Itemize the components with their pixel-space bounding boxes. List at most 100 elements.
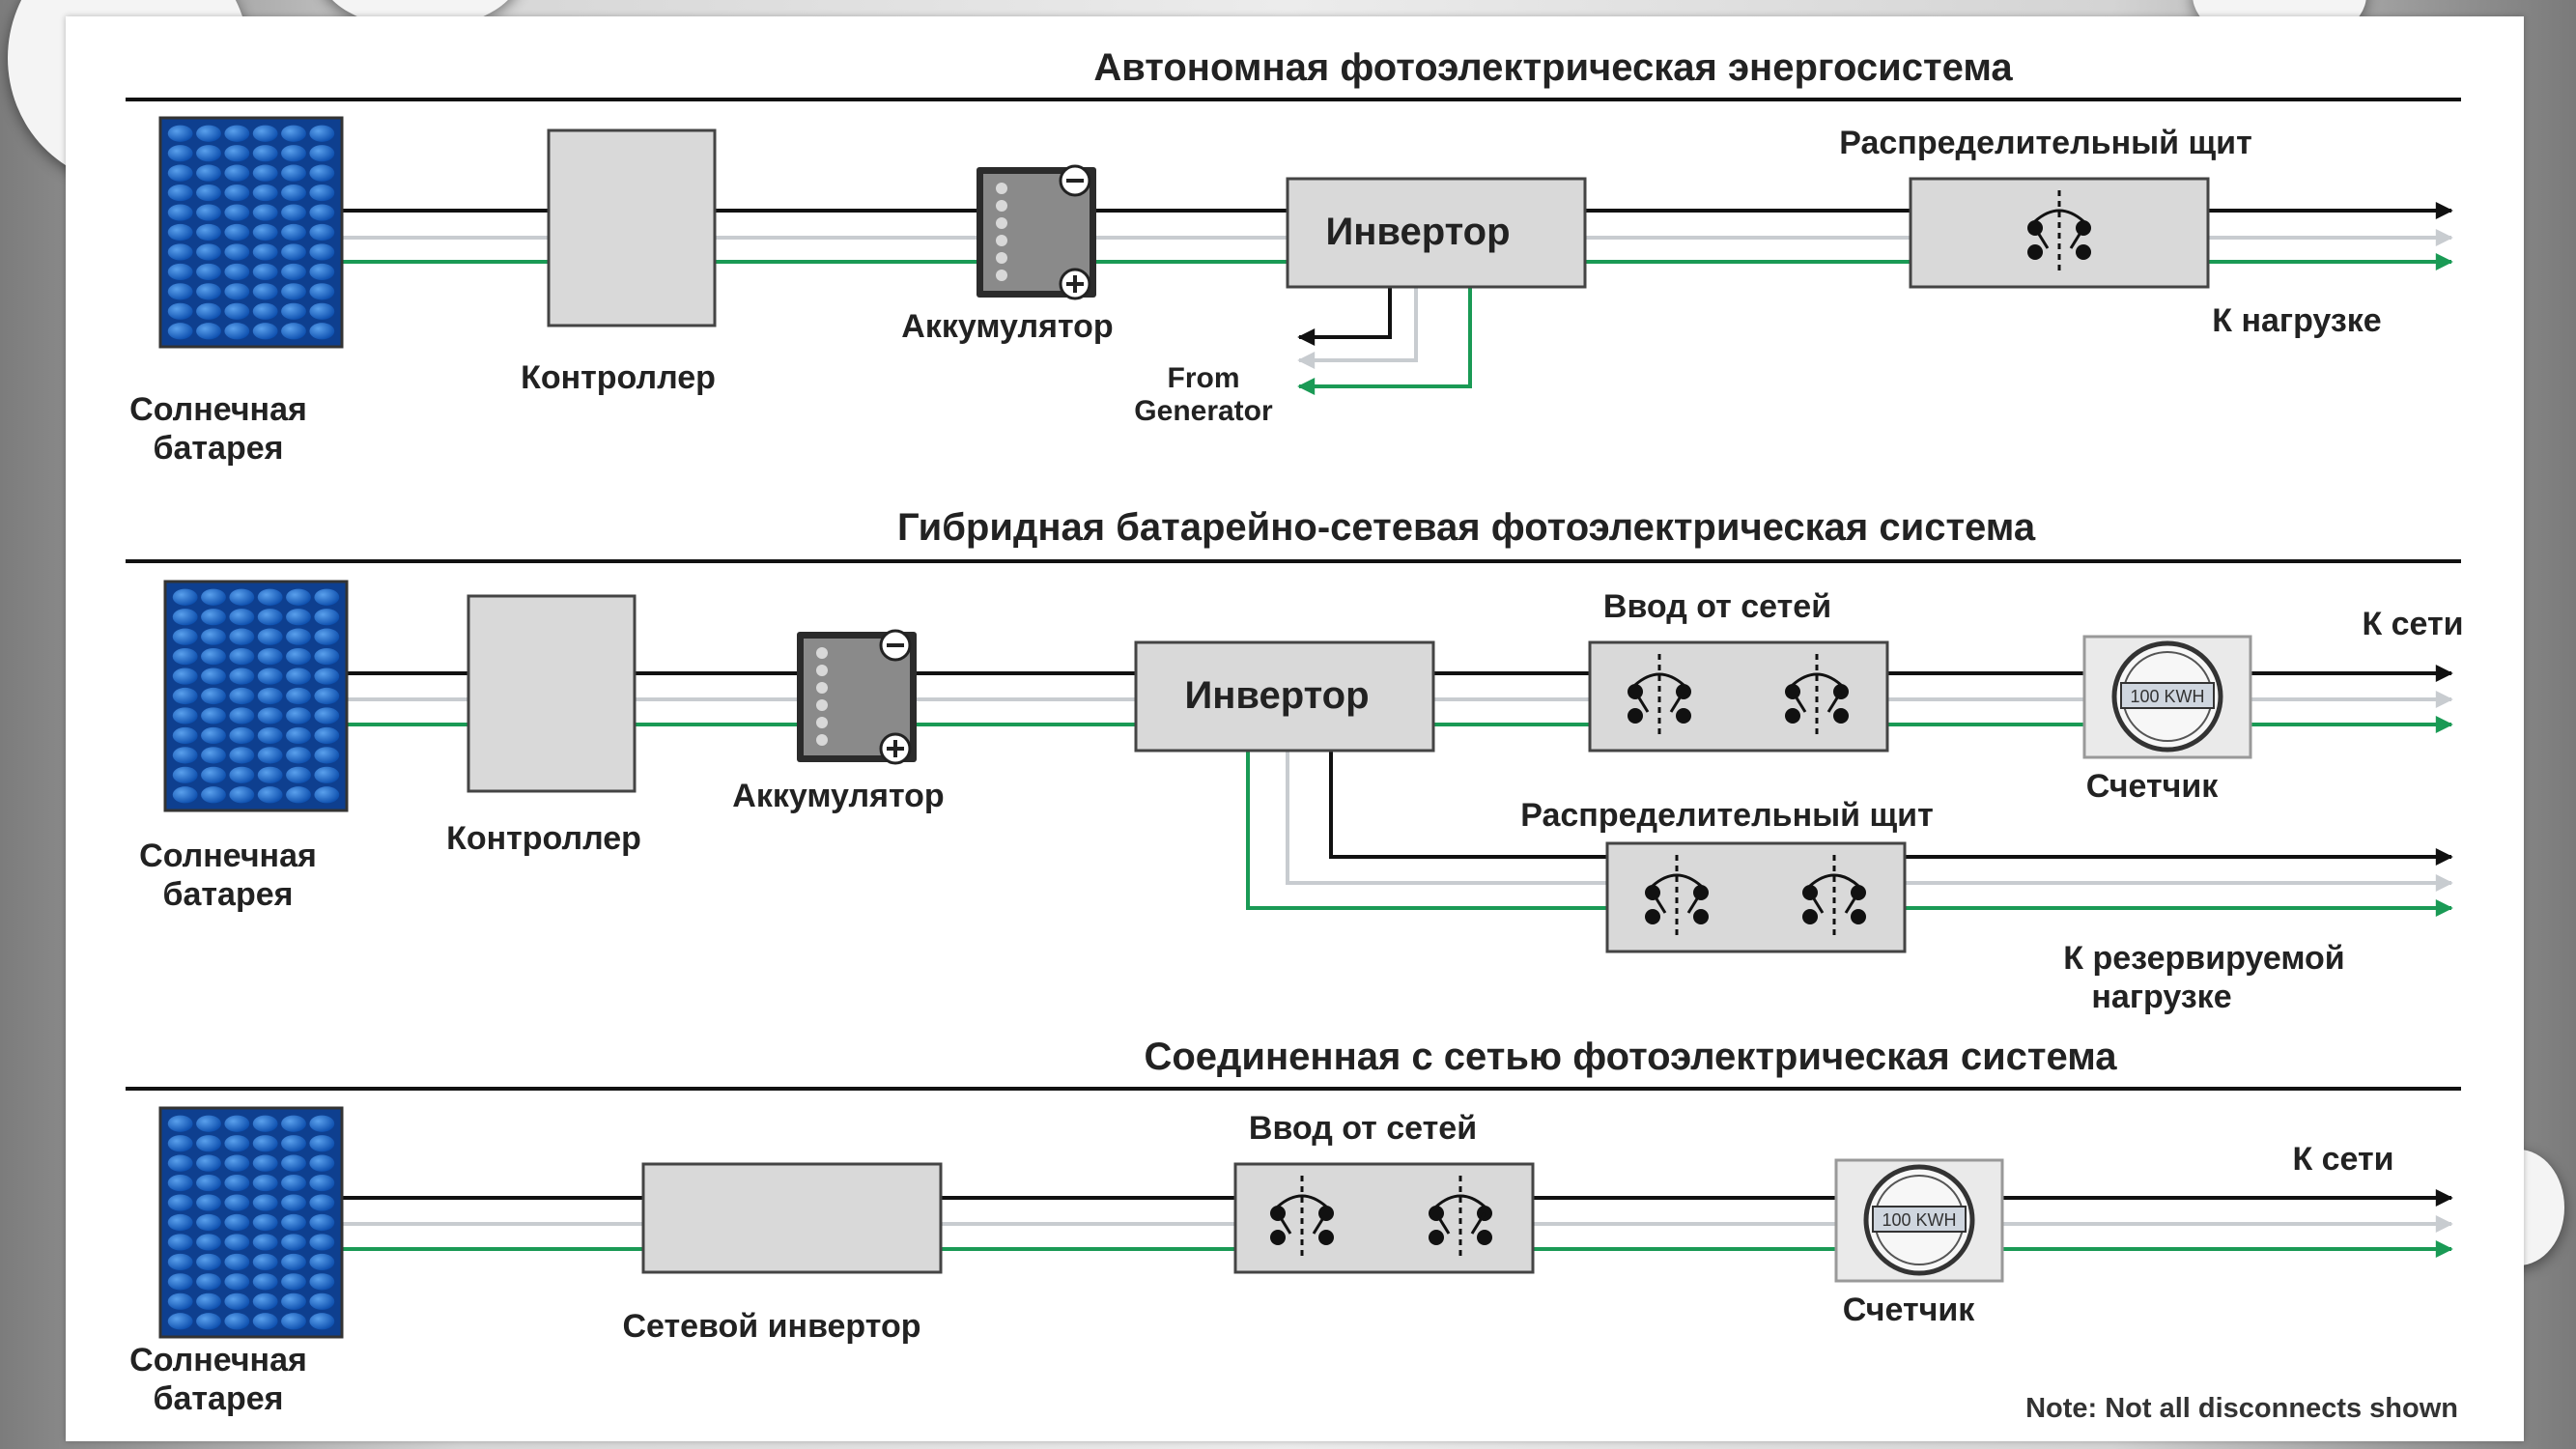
solar-cell: [314, 747, 340, 764]
grid-label: К сети: [2362, 606, 2463, 642]
solar-cell: [229, 766, 255, 783]
solar-cell: [196, 1154, 221, 1172]
solar-cell: [309, 1293, 335, 1310]
solar-cell: [309, 204, 335, 221]
solar-cell: [252, 1154, 278, 1172]
solar-cell: [196, 1175, 221, 1192]
solar-cell: [286, 786, 311, 804]
solar-cell: [252, 323, 278, 340]
solar-panel-label: Солнечная: [129, 391, 307, 428]
solar-cell: [167, 1234, 193, 1251]
section-hybrid: Гибридная батарейно-сетевая фотоэлектрич…: [126, 506, 2464, 1015]
solar-cell: [224, 1313, 250, 1330]
solar-cell: [257, 766, 283, 783]
solar-cell: [229, 628, 255, 645]
solar-cell: [281, 243, 306, 261]
solar-cell: [172, 609, 198, 626]
meter-label: Счетчик: [2086, 768, 2220, 805]
diagram-panel: Автономная фотоэлектрическая энергосисте…: [66, 16, 2524, 1441]
solar-cell: [167, 243, 193, 261]
inverter-box: [1286, 177, 1587, 289]
solar-cell: [201, 609, 226, 626]
solar-cell: [167, 223, 193, 242]
solar-cell: [309, 1175, 335, 1192]
solar-cell: [172, 687, 198, 705]
solar-cell: [224, 263, 250, 280]
solar-cell: [167, 185, 193, 202]
solar-cell: [281, 302, 306, 320]
solar-cell: [201, 707, 226, 724]
battery-cell-dot: [816, 665, 828, 676]
solar-panel-label: батарея: [154, 1380, 284, 1417]
controller-label: Контроллер: [446, 820, 641, 857]
solar-cell: [257, 648, 283, 666]
solar-cell: [252, 164, 278, 182]
battery-cell-dot: [996, 270, 1007, 281]
solar-cell: [252, 125, 278, 142]
solar-cell: [172, 588, 198, 606]
solar-cell: [201, 588, 226, 606]
solar-cell: [257, 786, 283, 804]
solar-cell: [281, 1115, 306, 1132]
utility-disconnect-label: Ввод от сетей: [1603, 588, 1831, 625]
solar-cell: [196, 164, 221, 182]
solar-cell: [286, 726, 311, 745]
solar-cell: [309, 1273, 335, 1291]
solar-cell: [167, 125, 193, 142]
grid-inverter-label: Сетевой инвертор: [622, 1308, 920, 1345]
solar-cell: [201, 687, 226, 705]
solar-cell: [172, 668, 198, 685]
controller-label: Контроллер: [521, 359, 716, 396]
solar-cell: [309, 1253, 335, 1270]
solar-cell: [196, 1194, 221, 1211]
solar-cell: [314, 668, 340, 685]
solar-cell: [224, 204, 250, 221]
solar-cell: [252, 243, 278, 261]
inverter-label: Инвертор: [1184, 674, 1369, 717]
solar-cell: [196, 243, 221, 261]
solar-cell: [167, 1273, 193, 1291]
minus-icon: [1059, 164, 1091, 197]
solar-panel-label: Солнечная: [129, 1342, 307, 1378]
generator-label: Generator: [1134, 395, 1273, 427]
backup-wire-light: [1286, 751, 2453, 892]
backup-load-label: нагрузке: [2091, 979, 2231, 1015]
solar-cell: [224, 1234, 250, 1251]
battery-cell-dot: [816, 682, 828, 694]
distribution-panel-label: Распределительный щит: [1839, 125, 2251, 161]
solar-cell: [224, 1135, 250, 1152]
solar-cell: [314, 628, 340, 645]
solar-cell: [281, 1213, 306, 1232]
meter-display: [1872, 1206, 1967, 1233]
section-title: Автономная фотоэлектрическая энергосисте…: [1093, 46, 2013, 89]
controller-box: [547, 128, 717, 327]
solar-cell: [224, 323, 250, 340]
solar-cell: [229, 747, 255, 764]
solar-cell: [224, 125, 250, 142]
solar-cell: [196, 223, 221, 242]
solar-cell: [309, 1194, 335, 1211]
solar-cell: [309, 243, 335, 261]
solar-cell: [286, 588, 311, 606]
solar-cell: [281, 1175, 306, 1192]
solar-cell: [252, 1293, 278, 1310]
solar-cell: [252, 302, 278, 320]
solar-cell: [167, 1313, 193, 1330]
solar-cell: [281, 1293, 306, 1310]
solar-cell: [286, 668, 311, 685]
solar-cell: [252, 1313, 278, 1330]
solar-cell: [309, 1135, 335, 1152]
section-title: Гибридная батарейно-сетевая фотоэлектрич…: [897, 506, 2036, 549]
controller-box: [467, 594, 637, 793]
solar-cell: [281, 263, 306, 280]
solar-cell: [281, 185, 306, 202]
generator-label: From: [1168, 362, 1240, 394]
solar-cell: [229, 726, 255, 745]
meter-display: [2120, 682, 2215, 709]
solar-cell: [309, 263, 335, 280]
solar-cell: [252, 204, 278, 221]
solar-cell: [309, 1154, 335, 1172]
solar-cell: [286, 747, 311, 764]
distribution-panel-label: Распределительный щит: [1520, 797, 1933, 834]
solar-cell: [201, 726, 226, 745]
